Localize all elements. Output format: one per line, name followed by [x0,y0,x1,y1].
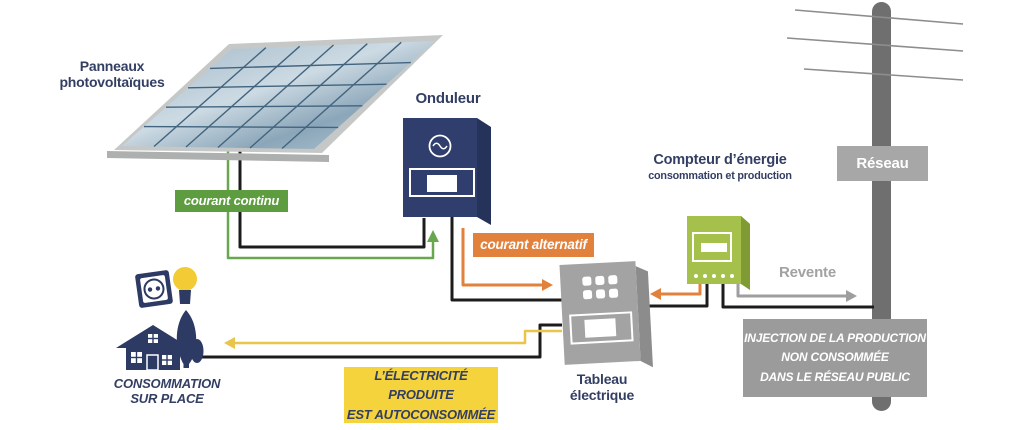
self-line2: EST AUTOCONSOMMÉE [346,406,496,422]
arrow-left-orange-icon [650,288,661,300]
sine-wave-icon [428,134,452,158]
wire-inverter-board-black [450,216,562,302]
panels-label: Panneaux photovoltaïques [38,58,186,90]
arrow-left-yellow-icon [224,337,235,349]
panels-label-line2: photovoltaïques [59,74,165,91]
meter-title: Compteur d’énergie [653,152,787,168]
ac-current-badge: courant alternatif [473,233,594,257]
board-label-line2: électrique [569,387,635,404]
wire-house-yellow [235,329,562,345]
injection-line1: INJECTION DE LA PRODUCTION [744,331,926,346]
tree-icon [176,310,204,368]
attic-window [148,334,158,343]
self-consumption-note-box: L’ÉLECTRICITÉ PRODUITE EST AUTOCONSOMMÉE [344,367,498,423]
injection-line3: DANS LE RÉSEAU PUBLIC [760,369,910,384]
wire-meter-orange [661,284,702,296]
utility-pole-icon [786,2,964,411]
injection-line2: NON CONSOMMÉE [781,350,889,365]
arrow-right-gray-icon [846,290,857,302]
house-icon [116,325,190,371]
self-line1: L’ÉLECTRICITÉ PRODUITE [374,367,468,403]
injection-note-box: INJECTION DE LA PRODUCTION NON CONSOMMÉE… [743,319,927,397]
solar-panel-icon [107,35,443,162]
dc-current-badge: courant continu [175,190,288,212]
arrow-right-orange-icon [542,279,553,291]
power-outlet-icon [135,270,173,308]
inverter-icon [403,118,491,225]
wire-ac-orange [461,228,542,287]
panels-label-line1: Panneaux [79,58,145,74]
grid-badge: Réseau [837,146,928,181]
consumption-label: CONSOMMATION SUR PLACE [103,376,231,407]
inverter-label: Onduleur [415,90,481,107]
meter-subtitle: consommation et production [648,169,792,182]
house-windows [131,352,172,365]
electrical-panel-icon [559,261,653,368]
arrow-up-green-icon [427,230,439,242]
energy-meter-icon [687,216,750,290]
electrical-panel-label: Tableau électrique [557,371,647,403]
wire-board-meter-black [640,284,709,308]
board-label-line1: Tableau [576,371,628,387]
consumption-line1: CONSOMMATION [113,376,221,391]
house-door [146,354,159,371]
consumption-line2: SUR PLACE [130,390,204,406]
wire-board-house-black [196,323,562,359]
power-lines-icon [786,9,964,81]
meter-label: Compteur d’énergie consommation et produ… [630,152,810,182]
wire-meter-pole-black [721,284,874,309]
wire-resale-gray [736,284,846,298]
light-bulb-icon [173,267,197,304]
resale-label: Revente [779,264,836,281]
